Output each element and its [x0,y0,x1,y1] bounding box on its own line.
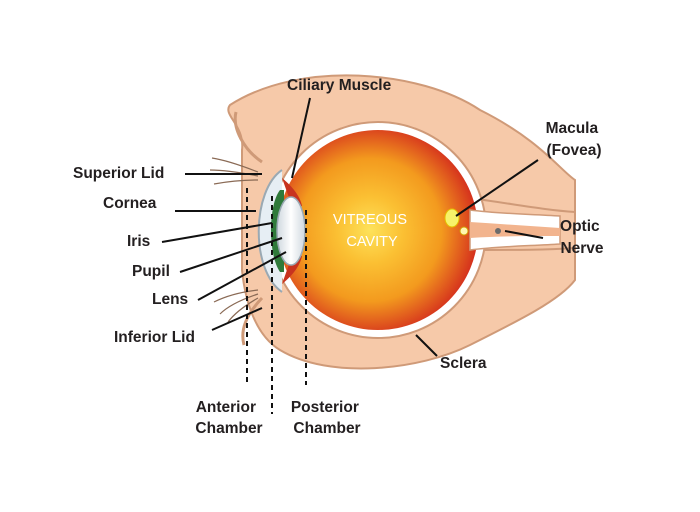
label-sclera: Sclera [440,355,487,372]
leader-sclera [415,334,438,357]
label-posterior-chamber: Posterior Chamber [291,399,363,437]
leader-pupil [179,237,283,273]
label-pupil: Pupil [132,263,170,280]
label-optic-nerve: Optic Nerve [560,218,604,257]
label-lens: Lens [152,291,188,308]
ciliary-body-top [282,178,302,206]
label-macula: Macula (Fovea) [546,120,603,159]
eyelashes [209,157,259,323]
vitreous-cavity-label: VITREOUS CAVITY [333,212,411,250]
label-superior-lid: Superior Lid [73,165,164,182]
ciliary-body-bottom [282,256,302,284]
leader-inferior-lid [211,307,263,331]
label-cornea: Cornea [103,195,157,212]
optic-nerve-shape [459,209,561,251]
label-iris: Iris [127,233,150,250]
label-anterior-chamber: Anterior Chamber [195,399,262,437]
label-inferior-lid: Inferior Lid [114,329,195,346]
vitreous-cavity-shape [278,130,478,330]
leader-macula [455,159,539,217]
leader-iris [161,222,273,243]
macula-spot [444,208,460,228]
leader-optic-nerve [504,230,544,239]
label-ciliary-muscle: Ciliary Muscle [287,77,392,94]
leader-lines [161,97,544,414]
leader-ciliary [291,97,311,179]
